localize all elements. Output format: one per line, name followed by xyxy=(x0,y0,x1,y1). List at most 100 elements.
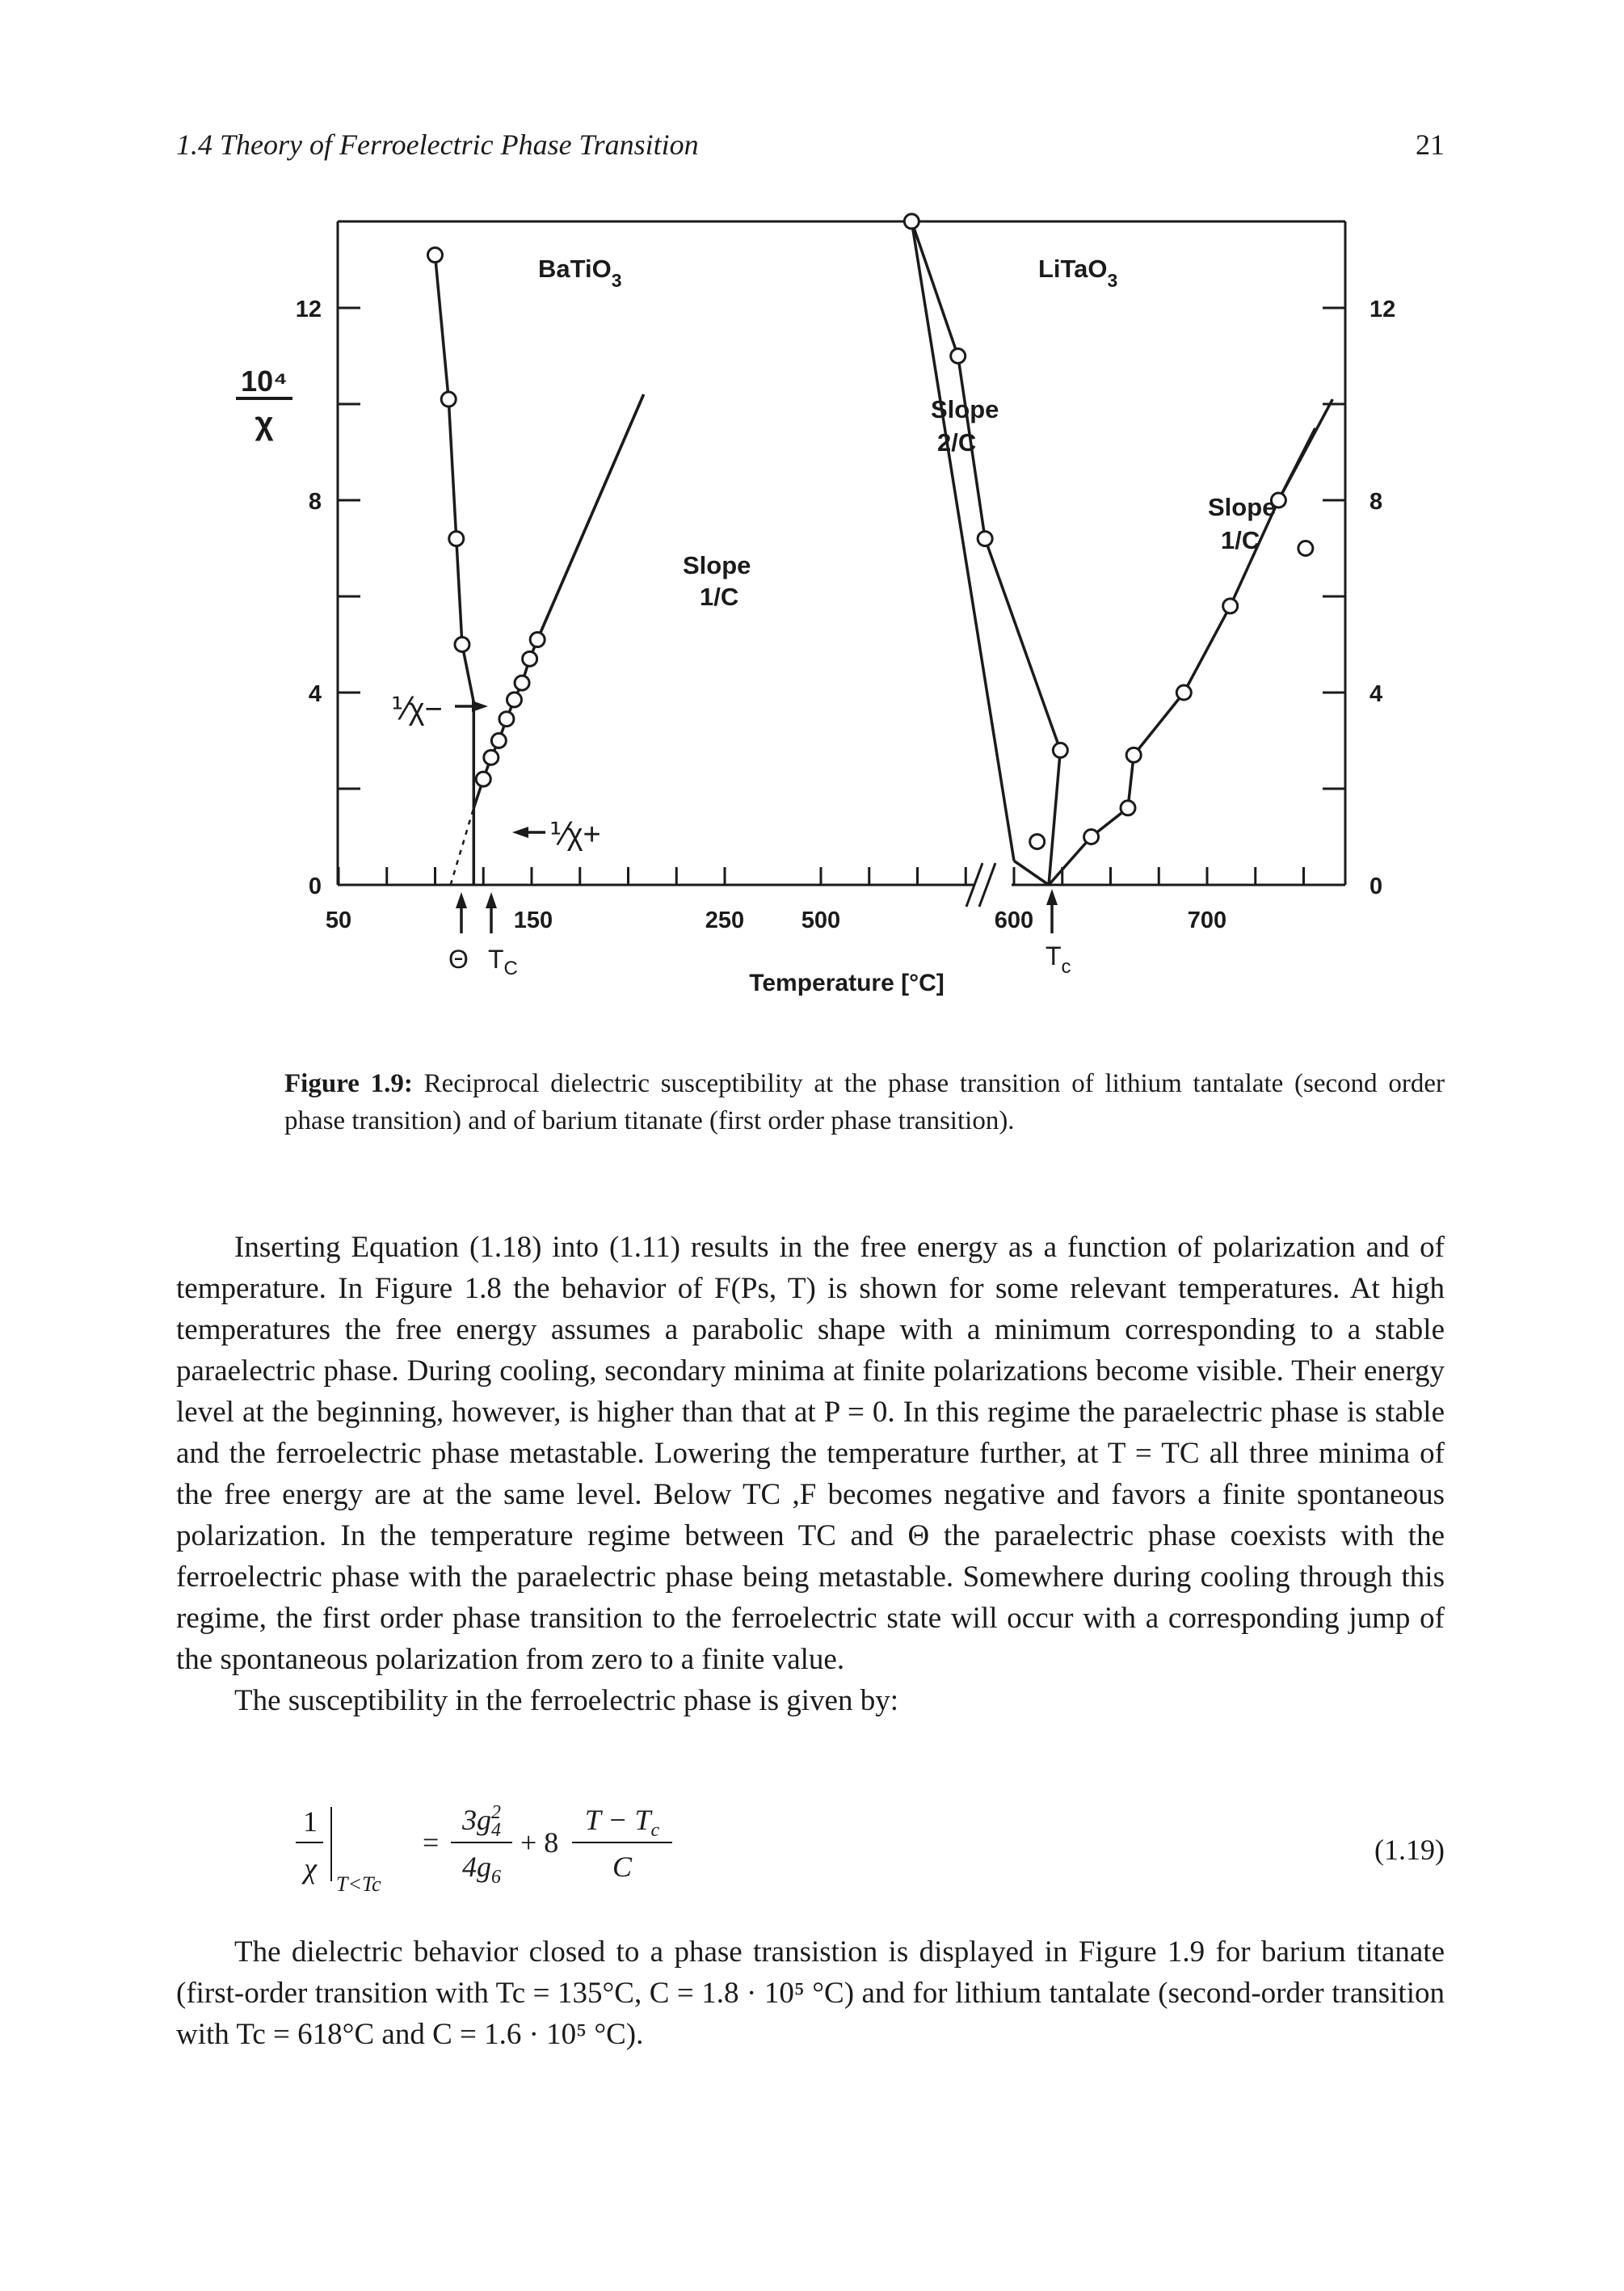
x-tick-label: 50 xyxy=(326,908,351,933)
slope-1c-left-line1: Slope xyxy=(683,551,751,579)
x-tick-label: 500 xyxy=(801,908,840,933)
data-point xyxy=(976,530,994,548)
eq-lhs-den: χ xyxy=(301,1852,318,1885)
data-point xyxy=(482,748,500,766)
x-tick-label: 250 xyxy=(705,908,744,933)
annotations: BaTiO3 LiTaO3 Slope 1/C Slope 2/C Slope … xyxy=(391,255,1276,996)
arrowhead xyxy=(1046,889,1058,905)
y-tick-label: 4 xyxy=(1369,681,1382,707)
arrows xyxy=(455,701,1058,933)
series-line xyxy=(536,394,646,641)
x-tick-labels: 50 150 250 500 600 700 xyxy=(326,908,1226,933)
data-point xyxy=(1083,828,1100,845)
equation-1-19: 1 χ T<Tc = 3g42 4g6 + 8 T − Tc C (1.19) xyxy=(176,1792,1445,1906)
series-markers xyxy=(427,213,1315,850)
inv-chi-minus-label: ⅟χ− xyxy=(391,693,443,726)
running-head-section: 1.4 Theory of Ferroelectric Phase Transi… xyxy=(176,128,699,161)
running-head: 1.4 Theory of Ferroelectric Phase Transi… xyxy=(176,128,1445,173)
data-point xyxy=(453,636,471,653)
y-axis-title-numerator: 10⁴ xyxy=(241,364,288,398)
slope-2c-line1: Slope xyxy=(931,395,999,423)
data-point xyxy=(505,691,523,709)
y-tick-labels-left: 0 4 8 12 xyxy=(296,297,322,899)
y-ticks-left xyxy=(338,306,360,790)
body-text-2: The dielectric behavior closed to a phas… xyxy=(176,1931,1445,2055)
data-point xyxy=(1297,540,1315,557)
series-line xyxy=(1013,859,1050,886)
data-point xyxy=(1125,746,1142,764)
x-ticks xyxy=(337,867,1305,885)
slope-1c-right-line1: Slope xyxy=(1208,493,1276,521)
slope-2c-line2: 2/C xyxy=(937,428,976,457)
arrowhead xyxy=(456,892,467,908)
arrowhead xyxy=(512,827,528,838)
y-tick-label: 0 xyxy=(309,874,322,899)
data-point xyxy=(490,732,507,749)
eq-lhs-num: 1 xyxy=(303,1805,318,1838)
slope-1c-right-line2: 1/C xyxy=(1221,526,1260,554)
data-point xyxy=(474,770,492,788)
series-line xyxy=(1277,398,1334,501)
inv-chi-plus-label: ⅟χ+ xyxy=(549,818,601,852)
data-point xyxy=(448,530,465,548)
theta-label: Θ xyxy=(448,945,469,974)
slope-1c-left-line2: 1/C xyxy=(700,583,738,611)
y-tick-label: 12 xyxy=(296,297,322,322)
eq-equals: = xyxy=(423,1826,439,1859)
data-point xyxy=(513,674,531,692)
caption-text: Reciprocal dielectric susceptibility at … xyxy=(284,1069,1445,1135)
data-point xyxy=(1119,799,1137,817)
y-axis-title: 10⁴ χ xyxy=(236,364,292,441)
figure-1-9: 0 4 8 12 0 4 8 12 50 150 250 500 600 700… xyxy=(236,213,1395,996)
data-point xyxy=(1269,491,1287,509)
batio3-label: BaTiO3 xyxy=(538,255,622,291)
data-point xyxy=(1051,741,1069,759)
equation-number: (1.19) xyxy=(1374,1834,1445,1866)
y-axis-title-denominator: χ xyxy=(255,406,273,441)
y-tick-label: 8 xyxy=(309,489,322,515)
eq-lhs-sub: T<Tc xyxy=(336,1872,381,1896)
y-tick-label: 4 xyxy=(309,681,322,707)
series-line xyxy=(910,221,1016,861)
data-point xyxy=(1029,832,1046,850)
eq-t2-den: C xyxy=(612,1851,633,1883)
tc-right-label: Tc xyxy=(1046,941,1071,978)
data-point xyxy=(427,246,444,264)
arrowhead xyxy=(472,701,488,712)
equation-svg: 1 χ T<Tc = 3g42 4g6 + 8 T − Tc C xyxy=(296,1802,672,1896)
y-tick-label: 8 xyxy=(1369,489,1382,515)
data-point xyxy=(528,631,546,649)
series-line xyxy=(449,807,475,886)
axis-break xyxy=(965,862,997,908)
data-point xyxy=(902,213,920,230)
eq-t1-den: 4g6 xyxy=(462,1851,501,1888)
data-point xyxy=(949,347,967,364)
body-text: Inserting Equation (1.18) into (1.11) re… xyxy=(176,1227,1445,1721)
x-tick-label: 600 xyxy=(995,908,1033,933)
series-line xyxy=(472,394,646,809)
paragraph: Inserting Equation (1.18) into (1.11) re… xyxy=(176,1231,1445,1676)
y-tick-label: 12 xyxy=(1369,297,1395,322)
arrowhead xyxy=(486,892,497,908)
x-tick-label: 150 xyxy=(514,908,553,933)
x-axis-title: Temperature [°C] xyxy=(749,970,944,996)
series-lines xyxy=(433,221,1334,886)
x-tick-label: 700 xyxy=(1188,908,1226,933)
y-tick-labels-right: 0 4 8 12 xyxy=(1369,297,1395,899)
eq-t2-num: T − Tc xyxy=(585,1804,660,1841)
figure-caption: Figure 1.9: Reciprocal dielectric suscep… xyxy=(284,1065,1445,1139)
eq-plus-eight: + 8 xyxy=(520,1826,558,1859)
y-ticks-right xyxy=(1323,306,1345,790)
data-point xyxy=(1222,597,1239,615)
paragraph: The susceptibility in the ferroelectric … xyxy=(234,1684,898,1717)
data-point xyxy=(521,650,539,668)
series-line xyxy=(433,255,476,885)
paragraph: The dielectric behavior closed to a phas… xyxy=(176,1935,1445,2051)
y-tick-label: 0 xyxy=(1369,874,1382,899)
caption-label: Figure 1.9: xyxy=(284,1069,413,1098)
plot-frame xyxy=(336,220,1347,886)
eq-t1-num: 3g42 xyxy=(461,1802,501,1841)
data-point xyxy=(1175,684,1193,701)
data-point xyxy=(440,390,457,408)
page-number: 21 xyxy=(1416,128,1445,161)
